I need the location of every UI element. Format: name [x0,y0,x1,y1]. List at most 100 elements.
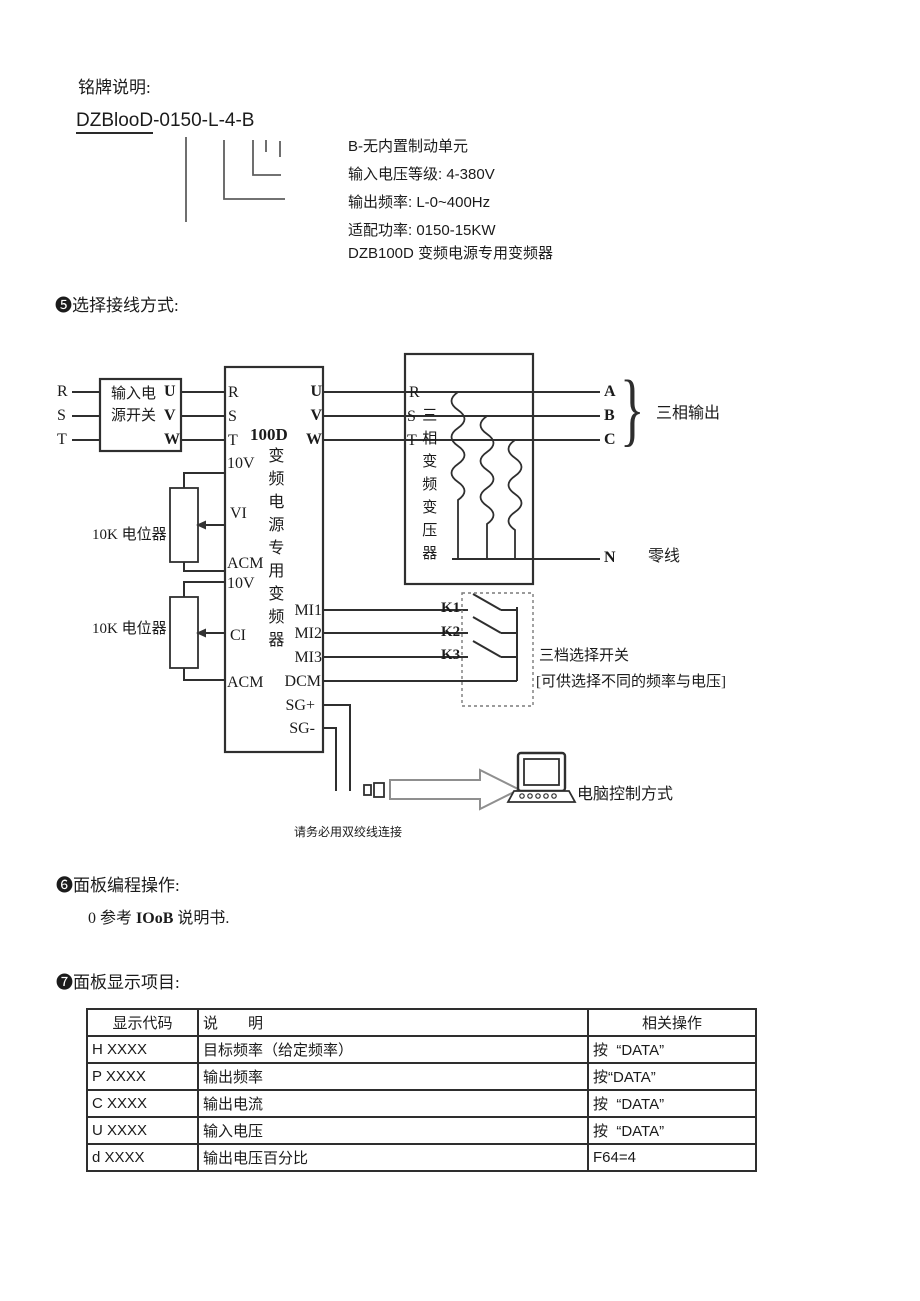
display-items-heading: ❼面板显示项目: [56,973,180,992]
output-wires [323,391,600,441]
cell-op: 按 “DATA” [587,1116,757,1145]
switch-terminal-u: U [164,383,176,400]
model-number-series: DZBlooD [76,110,154,134]
cell-code: C XXXX [86,1089,199,1118]
col-header-op: 相关操作 [587,1008,757,1037]
transformer-terminal-t: T [407,432,417,449]
programming-body-model: IOoB [136,910,174,927]
input-terminal-t: T [57,431,67,448]
nameplate-note-series: DZB100D 变频电源专用变频器 [348,245,554,262]
sg-wires [323,704,351,791]
cell-desc: 输出电压百分比 [197,1143,589,1172]
cell-code: H XXXX [86,1035,199,1064]
arrow-icon [389,768,522,811]
inverter-name-vertical: 变频电源专用变频器 [265,447,283,654]
nameplate-note-brake: B-无内置制动单元 [348,138,469,155]
col-header-code: 显示代码 [86,1008,199,1037]
programming-body-suffix: 说明书. [173,910,230,927]
switch-k3-label: K3 [441,647,461,663]
input-terminal-r: R [57,383,68,400]
inverter-terminal-10v-2: 10V [227,575,255,592]
selector-dashed-box [461,592,534,707]
col-header-desc: 说 明 [197,1008,589,1037]
nameplate-note-power: 适配功率: 0150-15KW [348,222,496,239]
inverter-output-u: U [310,383,322,400]
inverter-terminal-t: T [228,432,238,449]
output-phase-a: A [604,383,616,400]
programming-heading: ❻面板编程操作: [56,876,180,895]
selector-title: 三档选择开关 [539,648,630,664]
inverter-terminal-s: S [228,408,237,425]
three-phase-output-label: 三相输出 [656,405,721,422]
table-row: C XXXX 输出电流 按 “DATA” [86,1089,757,1118]
wiring-heading: ❺选择接线方式: [55,296,179,315]
inverter-terminal-acm-1: ACM [227,555,264,572]
nameplate-heading: 铭牌说明: [78,78,151,97]
twisted-pair-note: 请务必用双绞线连接 [294,825,403,839]
cell-op: F64=4 [587,1143,757,1172]
table-row: H XXXX 目标频率（给定频率） 按 “DATA” [86,1035,757,1064]
inverter-terminal-sg-plus: SG+ [285,697,315,714]
cell-op: 按“DATA” [587,1062,757,1091]
inverter-model: 100D [250,425,288,444]
inverter-terminal-mi3: MI3 [294,649,322,666]
power-switch-label-1: 输入电 [111,386,157,402]
cell-desc: 目标频率（给定频率） [197,1035,589,1064]
model-number: DZBlooD-0150-L-4-B [76,110,255,134]
cell-op: 按 “DATA” [587,1035,757,1064]
inverter-terminal-acm-2: ACM [227,674,264,691]
neutral-label: 零线 [648,548,681,565]
nameplate-note-voltage: 输入电压等级: 4-380V [348,166,495,183]
transformer-terminal-s: S [407,408,416,425]
transformer-name-vertical: 三相变频变压器 [420,407,437,568]
inverter-terminal-sg-minus: SG- [289,720,315,737]
table-row: d XXXX 输出电压百分比 F64=4 [86,1143,757,1172]
inverter-terminal-mi1: MI1 [294,602,322,619]
inverter-terminal-10v-1: 10V [227,455,255,472]
programming-body: 0 参考 IOoB 说明书. [88,910,229,928]
computer-icon [506,751,577,803]
potentiometer-2-symbol [169,581,225,681]
table-header-row: 显示代码 说 明 相关操作 [86,1008,757,1037]
cell-desc: 输入电压 [197,1116,589,1145]
table-row: U XXXX 输入电压 按 “DATA” [86,1116,757,1145]
output-brace: } [620,363,645,454]
cell-code: P XXXX [86,1062,199,1091]
cell-code: d XXXX [86,1143,199,1172]
cell-desc: 输出频率 [197,1062,589,1091]
inverter-terminal-mi2: MI2 [294,625,322,642]
transformer-terminal-r: R [409,384,420,401]
table-row: P XXXX 输出频率 按“DATA” [86,1062,757,1091]
display-items-table: 显示代码 说 明 相关操作 H XXXX 目标频率（给定频率） 按 “DATA”… [86,1008,757,1172]
programming-body-prefix: 0 参考 [88,910,137,927]
model-number-suffix: -0150-L-4-B [153,110,255,131]
cell-code: U XXXX [86,1116,199,1145]
inverter-terminal-ci: CI [230,627,246,644]
neutral-terminal: N [604,549,616,566]
nameplate-note-frequency: 输出频率: L-0~400Hz [348,194,491,211]
selector-subtitle: [可供选择不同的频率与电压] [536,674,726,690]
connector-plug-large [373,782,385,798]
pot2-label: 10K 电位器 [92,621,167,637]
inverter-terminal-vi: VI [230,505,247,522]
output-phase-b: B [604,407,615,424]
potentiometer-1-symbol [169,472,225,572]
selector-wires [323,593,518,682]
cell-desc: 输出电流 [197,1089,589,1118]
output-phase-c: C [604,431,616,448]
pot1-label: 10K 电位器 [92,527,167,543]
inverter-output-w: W [306,431,322,448]
switch-k2-label: K2 [441,624,461,640]
switch-terminal-w: W [164,431,180,448]
nameplate-leader-lines [185,137,285,222]
transformer-coils [450,391,600,560]
inverter-output-v: V [310,407,322,424]
inverter-terminal-dcm: DCM [284,673,321,690]
power-switch-label-2: 源开关 [111,408,157,424]
connector-plug-small [363,784,372,796]
input-terminal-s: S [57,407,66,424]
cell-op: 按 “DATA” [587,1089,757,1118]
switch-k1-label: K1 [441,600,461,616]
switch-terminal-v: V [164,407,176,424]
